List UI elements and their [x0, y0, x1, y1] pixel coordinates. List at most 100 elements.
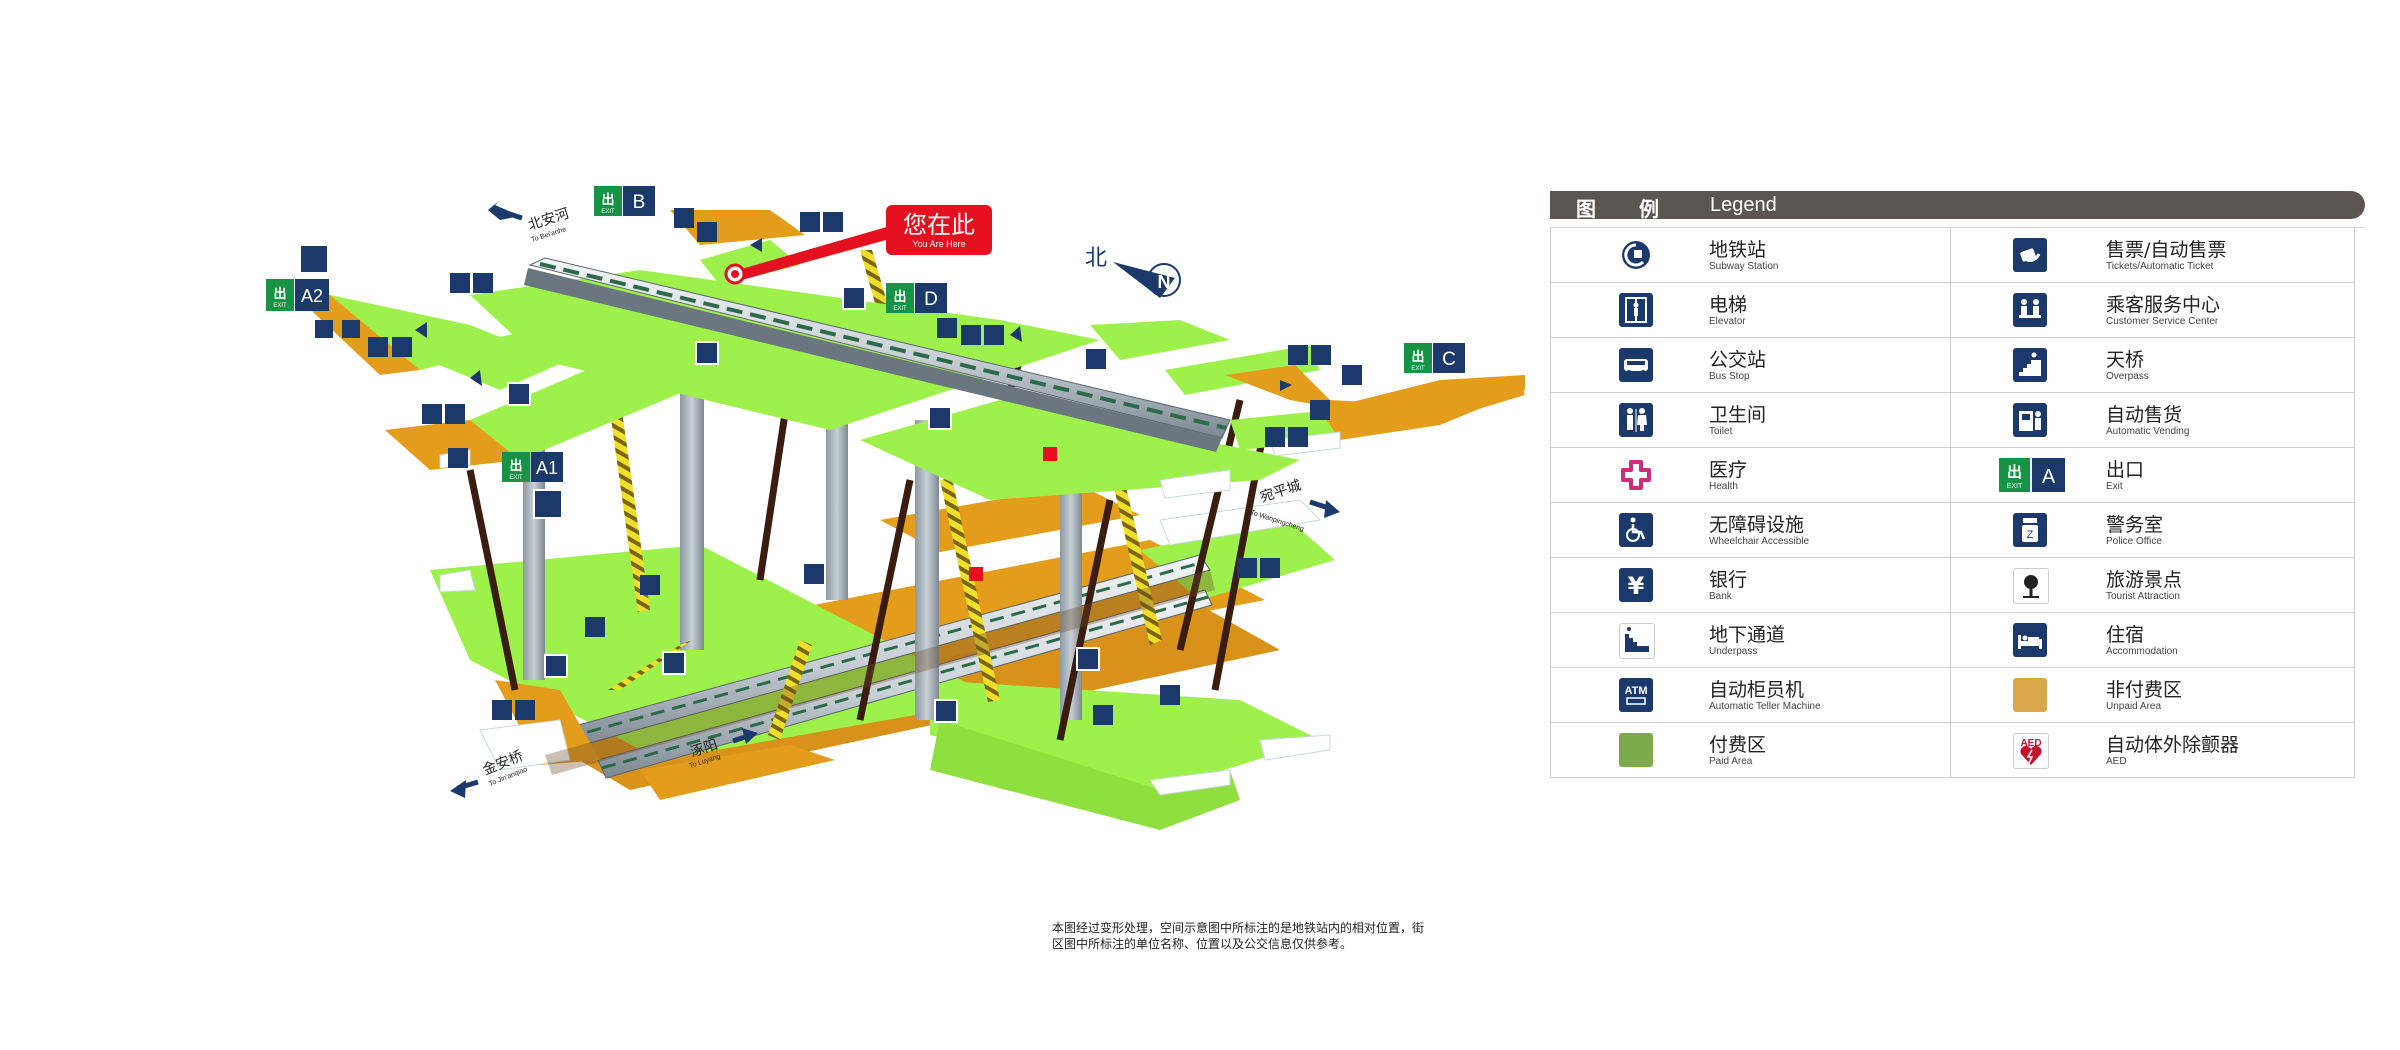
- overpass-icon: [1093, 705, 1113, 725]
- atm-icon: ATM: [1619, 678, 1653, 712]
- svg-text:D: D: [924, 289, 938, 310]
- legend-item: 乘客服务中心 Customer Service Center: [1951, 283, 2355, 338]
- legend-title-en: Legend: [1710, 194, 1777, 216]
- legend-item: 电梯 Elevator: [1551, 283, 1951, 338]
- overpass-icon: [640, 575, 660, 595]
- police-icon: [697, 222, 717, 242]
- disclaimer-note: 本图经过变形处理，空间示意图中所标注的是地铁站内的相对位置，街区图中所标注的单位…: [1052, 921, 1425, 951]
- legend-header: 图 例 Legend: [1550, 191, 2365, 221]
- svg-text:A2: A2: [301, 286, 323, 306]
- legend-item-zh: 银行: [1709, 569, 1748, 591]
- ticket-icon: [1342, 365, 1362, 385]
- elevator-icon: [662, 651, 686, 675]
- svg-text:EXIT: EXIT: [1411, 366, 1425, 372]
- toilet-icon: [1237, 558, 1257, 578]
- service-center-icon: [984, 325, 1004, 345]
- legend-item-en: Unpaid Area: [2106, 701, 2162, 712]
- ticket-icon: [422, 404, 442, 424]
- exit-sign-d[interactable]: 出 EXIT D: [886, 283, 947, 313]
- ticket-icon: [1160, 685, 1180, 705]
- legend-item-en: Health: [1709, 481, 1738, 492]
- toilet-icon: [1265, 427, 1285, 447]
- elevator-icon: [533, 489, 563, 519]
- legend-item: 无障碍设施 Wheelchair Accessible: [1551, 503, 1951, 558]
- elevator-icon: [544, 654, 568, 678]
- bus-icon: [1619, 348, 1653, 382]
- legend-item-en: Accommodation: [2106, 646, 2178, 657]
- service-icons: [315, 208, 1362, 725]
- legend-item-en: Tourist Attraction: [2106, 591, 2180, 602]
- service-center-icon: [823, 212, 843, 232]
- health-icon: [1619, 458, 1653, 492]
- legend-item-zh: 旅游景点: [2106, 569, 2183, 591]
- legend-item: 公交站 Bus Stop: [1551, 338, 1951, 393]
- elevator-icon: [842, 286, 866, 310]
- police-icon: [342, 320, 360, 338]
- legend-item-en: Automatic Teller Machine: [1709, 701, 1821, 712]
- legend-item: 医疗 Health: [1551, 448, 1951, 503]
- legend-item-en: Underpass: [1709, 646, 1758, 657]
- unpaid-area-swatch: [2013, 678, 2047, 712]
- unpaid-ledge-luyang: [640, 745, 835, 800]
- direction-jinanqiao: 金安桥 To Jin'anqiao: [450, 748, 529, 798]
- legend-item: AED 自动体外除颤器 AED: [1951, 723, 2355, 778]
- legend-item-zh: 电梯: [1709, 294, 1748, 316]
- legend-item-zh: 非付费区: [2106, 679, 2183, 701]
- elevator-icon: [695, 341, 719, 365]
- ticket-icon: [2013, 238, 2047, 272]
- exit-sign-b[interactable]: 出 EXIT B: [594, 186, 655, 216]
- elevator-icon: [1084, 347, 1108, 371]
- vending-icon: [2013, 403, 2047, 437]
- legend-item: 付费区 Paid Area: [1551, 723, 1951, 778]
- wheelchair-icon: [1288, 427, 1308, 447]
- legend-item: 住宿 Accommodation: [1951, 613, 2355, 668]
- svg-text:¥: ¥: [1628, 572, 1645, 600]
- legend-item-zh: 警务室: [2106, 514, 2164, 536]
- aed-icon: [1043, 447, 1057, 461]
- svg-text:出: 出: [893, 289, 906, 304]
- legend-item: ATM 自动柜员机 Automatic Teller Machine: [1551, 668, 1951, 723]
- elevator-icon: [802, 562, 826, 586]
- legend-item: 天桥 Overpass: [1951, 338, 2355, 393]
- svg-text:ATM: ATM: [1624, 685, 1647, 697]
- legend-item-zh: 地铁站: [1709, 239, 1767, 261]
- ticket-icon: [937, 318, 957, 338]
- elevator-icon: [299, 244, 329, 274]
- direction-beianhe: 北安河 To Bei'anhe: [488, 200, 571, 244]
- elevator-icon: [928, 406, 952, 430]
- toilet-icon: [492, 700, 512, 720]
- legend-item-en: AED: [2106, 756, 2127, 767]
- legend-item-en: Overpass: [2106, 371, 2149, 382]
- wheelchair-icon: [515, 700, 535, 720]
- elevator-icon: [507, 382, 531, 406]
- svg-text:B: B: [633, 192, 646, 213]
- aed-icon: [969, 567, 983, 581]
- paid-area-swatch: [1619, 733, 1653, 767]
- flow-arrows: [415, 238, 1292, 391]
- legend-item-zh: 付费区: [1709, 734, 1767, 756]
- legend-item-zh: 公交站: [1709, 349, 1767, 371]
- ticket-icon: [1288, 345, 1308, 365]
- service-center-icon: [2013, 293, 2047, 327]
- exit-sign-c[interactable]: 出 EXIT C: [1404, 343, 1465, 373]
- svg-text:出: 出: [2007, 463, 2022, 481]
- elevator-icons: [299, 244, 1108, 723]
- legend-item-zh: 住宿: [2106, 624, 2145, 646]
- police-icon: Z: [2013, 513, 2047, 547]
- exit-sign-a2[interactable]: 出 EXIT A2: [266, 279, 329, 311]
- legend-item-en: Exit: [2106, 481, 2123, 492]
- ticket-icon: [800, 212, 820, 232]
- svg-text:出: 出: [509, 458, 522, 473]
- legend-item-en: Wheelchair Accessible: [1709, 536, 1810, 547]
- legend-item-zh: 自动体外除颤器: [2106, 734, 2240, 756]
- legend-grid: 地铁站 Subway Station 售票/自动售票 Tickets/Autom…: [1550, 227, 2365, 778]
- legend-item-en: Paid Area: [1709, 756, 1753, 767]
- svg-text:AED: AED: [2020, 738, 2041, 749]
- exit-sign-a1[interactable]: 出 EXIT A1: [502, 452, 563, 482]
- accommodation-icon: [2013, 623, 2047, 657]
- legend-item-en: Elevator: [1709, 316, 1746, 327]
- ticket-icon: [448, 448, 468, 468]
- legend-item-en: Automatic Vending: [2106, 426, 2190, 437]
- legend-item-en: Subway Station: [1709, 261, 1779, 272]
